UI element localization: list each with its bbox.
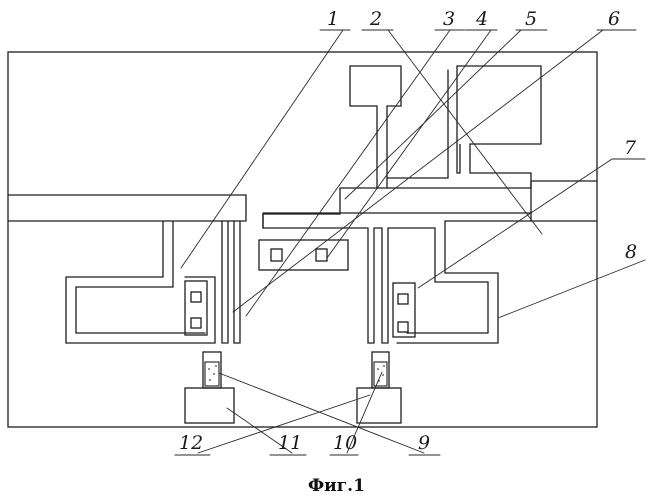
leader-4 (327, 30, 491, 258)
central-bus-lower (263, 214, 488, 343)
left-finger-2 (234, 221, 240, 343)
left-meander-outer (66, 221, 215, 343)
figure-caption: Фиг.1 (308, 476, 365, 496)
leader-8 (498, 260, 645, 318)
upper-right-block-outer (457, 66, 541, 188)
right-sensor-filler (374, 362, 387, 386)
label-3: 3 (443, 8, 455, 30)
label-7: 7 (624, 137, 637, 159)
upper-meander-b (350, 66, 377, 188)
left-bus (8, 195, 246, 221)
left-sensor-filler (205, 362, 219, 386)
left-base-block (185, 388, 234, 423)
left-finger (222, 221, 228, 343)
central-element (259, 240, 348, 270)
central-pad-left (271, 249, 282, 261)
label-9: 9 (418, 432, 430, 454)
upper-right-block-left (457, 66, 460, 173)
label-11: 11 (278, 432, 302, 454)
left-contact-pad-lower (191, 318, 201, 328)
leader-6 (233, 30, 603, 312)
label-8: 8 (625, 241, 637, 263)
leader-3 (246, 30, 450, 316)
right-contact-strip (393, 283, 415, 337)
right-contact-pad-lower (398, 322, 408, 332)
label-2: 2 (369, 8, 382, 30)
leader-2 (388, 30, 542, 234)
label-4: 4 (475, 8, 488, 30)
label-10: 10 (333, 432, 357, 454)
label-12: 12 (179, 432, 203, 454)
right-base-block (357, 388, 401, 423)
central-bus-upper (263, 188, 531, 214)
left-contact-pad-upper (191, 292, 201, 302)
label-5: 5 (525, 8, 537, 30)
leader-9 (219, 373, 424, 453)
right-bus-top (531, 181, 597, 188)
leader-1 (181, 30, 343, 268)
right-contact-pad-upper (398, 294, 408, 304)
left-contact-strip (185, 281, 207, 335)
central-pad-right (316, 249, 327, 261)
label-1: 1 (327, 8, 339, 30)
right-bus-bottom (531, 213, 597, 221)
label-6: 6 (608, 8, 620, 30)
